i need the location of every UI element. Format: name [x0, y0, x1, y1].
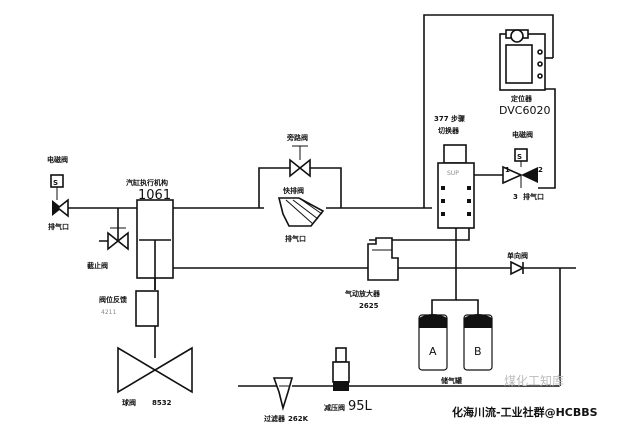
valve-triangle-right [521, 167, 538, 183]
feedback-box [135, 290, 159, 327]
globe-valve: 球阀 8532 [117, 346, 193, 407]
quick-exhaust-body [277, 197, 325, 227]
stop-valve: 截止阀 [87, 227, 129, 270]
actuator-title: 汽缸执行机构 [126, 178, 168, 187]
pressure-regulator-95l: 减压阀 95L [324, 347, 373, 414]
cylinder-actuator: 汽缸执行机构 1061 [126, 178, 174, 290]
tanks-label: 储气罐 [440, 376, 462, 385]
position-feedback-label: 阀位反馈 [99, 295, 127, 304]
pneumatic-booster: 气动放大器 2625 [344, 237, 399, 310]
booster-model: 2625 [359, 302, 379, 310]
filter-262k: 过滤器 262K [264, 377, 309, 423]
piping [68, 14, 576, 387]
solenoid-right-label: 电磁阀 [512, 130, 533, 139]
tank-a-label: A [429, 345, 437, 358]
solenoid-valve-left: 电磁阀 S 排气口 [47, 155, 69, 231]
exhaust-left-label: 排气口 [48, 222, 69, 231]
solenoid-left-label: 电磁阀 [47, 155, 68, 164]
positioner-model: DVC6020 [499, 104, 550, 117]
stop-valve-label: 截止阀 [87, 261, 108, 270]
switch-sup: SUP [447, 170, 459, 177]
quick-exhaust-valve: 快排阀 排气口 [277, 186, 325, 243]
watermark-text: 煤化工知库 [504, 373, 564, 388]
regulator-model: 95L [348, 399, 373, 414]
filter-label: 过滤器 [264, 414, 286, 423]
globe-valve-label: 球阀 [122, 398, 136, 407]
port-2: 2 [538, 166, 543, 174]
regulator-label: 减压阀 [324, 403, 345, 412]
regulator-body [332, 361, 350, 383]
booster-body [367, 237, 399, 281]
solenoid-s-left: S [53, 179, 58, 187]
filter-body [272, 377, 294, 411]
booster-label: 气动放大器 [344, 289, 381, 298]
tank-b-label: B [474, 345, 482, 358]
quick-exhaust-label: 快排阀 [283, 186, 304, 195]
regulator-top [335, 347, 347, 363]
port-1: 1 [505, 166, 510, 174]
filter-model: 262K [288, 415, 309, 423]
solenoid-s-right: S [517, 153, 522, 161]
position-feedback: 阀位反馈 4211 [99, 290, 159, 327]
switch-body [437, 162, 475, 229]
air-tanks: A B 储气罐 [418, 314, 493, 385]
globe-valve-model: 8532 [152, 399, 172, 407]
positioner-label: 定位器 [511, 94, 533, 103]
positioner-window [505, 44, 533, 84]
exhaust-right-label: 排气口 [523, 192, 544, 201]
switch-valve-377: 377 步骤 切换器 SUP [434, 114, 475, 229]
switch-name: 切换器 [438, 126, 460, 135]
exhaust-mid-label: 排气口 [285, 234, 306, 243]
switch-model: 377 步骤 [434, 114, 465, 123]
switch-head [443, 144, 467, 164]
check-valve: 单向阀 [507, 251, 528, 276]
solenoid-valve-right: 电磁阀 S 1 2 3 排气口 [502, 130, 544, 201]
bypass-valve-label: 旁路阀 [286, 133, 308, 142]
bypass-valve: 旁路阀 [286, 133, 311, 178]
port-3: 3 [513, 193, 518, 201]
watermark: 煤化工知库 化海川流-工业社群@HCBBS [452, 373, 598, 419]
credit-text: 化海川流-工业社群@HCBBS [452, 405, 598, 419]
positioner-dvc6020: 定位器 DVC6020 [499, 29, 550, 117]
check-valve-label: 单向阀 [507, 251, 528, 260]
feedback-model: 4211 [101, 309, 116, 316]
